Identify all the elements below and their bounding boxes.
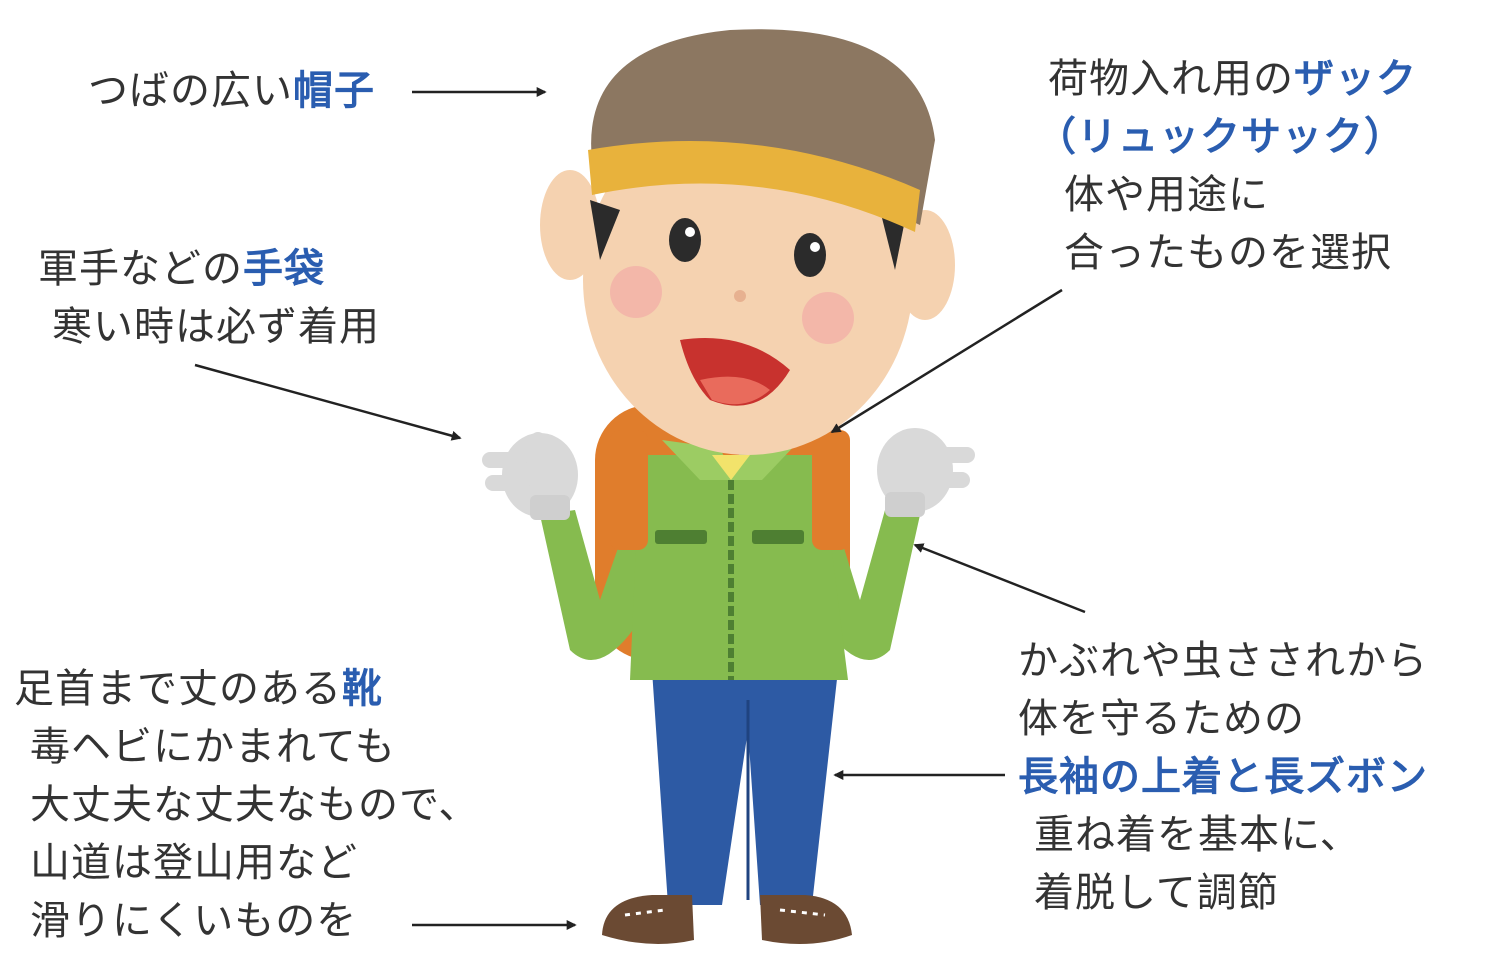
label-backpack-text: 荷物入れ用の [1048, 56, 1294, 102]
label-shoes: 足首まで丈のある靴 毒ヘビにかまれても 大丈夫な丈夫なもので、 山道は登山用など… [14, 660, 479, 950]
glove-right [877, 428, 975, 517]
label-backpack-keyword-alt: （リュックサック） [1036, 114, 1405, 160]
label-gloves-text: 軍手などの [38, 246, 243, 292]
jacket [610, 430, 850, 680]
boots [602, 895, 852, 944]
label-clothes-note-1: かぶれや虫さされから [1018, 638, 1428, 684]
label-backpack-note-2: 合ったものを選択 [1064, 230, 1392, 276]
label-shoes-note-2: 大丈夫な丈夫なもので、 [30, 782, 480, 828]
label-shoes-note-4: 滑りにくいものを [30, 898, 358, 944]
label-shoes-note-3: 山道は登山用など [30, 840, 358, 886]
label-clothes: かぶれや虫さされから 体を守るための 長袖の上着と長ズボン 重ね着を基本に、 着… [1018, 632, 1428, 922]
face [540, 105, 955, 455]
label-clothes-note-2: 体を守るための [1018, 696, 1305, 742]
hat [588, 29, 935, 232]
label-clothes-keyword: 長袖の上着と長ズボン [1018, 754, 1428, 800]
label-gloves-keyword: 手袋 [243, 246, 325, 292]
label-hat-keyword: 帽子 [293, 68, 375, 114]
label-backpack-note-1: 体や用途に [1064, 172, 1269, 218]
label-gloves: 軍手などの手袋 寒い時は必ず着用 [38, 240, 380, 356]
label-shoes-text: 足首まで丈のある [14, 666, 342, 712]
label-hat: つばの広い帽子 [88, 62, 375, 120]
label-clothes-note-3: 重ね着を基本に、 [1034, 812, 1361, 858]
label-shoes-keyword: 靴 [342, 666, 383, 712]
label-backpack-keyword: ザック [1294, 56, 1417, 102]
arrow-gloves [194, 363, 462, 441]
label-hat-text: つばの広い [88, 68, 293, 114]
label-clothes-note-4: 着脱して調節 [1034, 870, 1279, 916]
pants [652, 670, 838, 905]
arrow-backpack [830, 288, 1063, 434]
label-shoes-note-1: 毒ヘビにかまれても [30, 724, 396, 770]
arrow-sleeves [913, 543, 1086, 614]
pointer-arrows [194, 87, 1086, 930]
glove-left [482, 432, 578, 520]
label-gloves-note: 寒い時は必ず着用 [52, 304, 380, 350]
label-backpack: 荷物入れ用のザック （リュックサック） 体や用途に 合ったものを選択 [1036, 50, 1417, 282]
